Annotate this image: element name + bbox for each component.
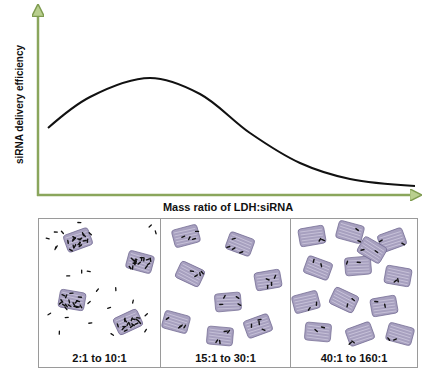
ldh-particle xyxy=(356,236,388,265)
free-sirna xyxy=(96,289,98,291)
free-sirna xyxy=(132,300,134,303)
ldh-particle xyxy=(304,322,331,342)
ratio-panel: 40:1 to 160:1 xyxy=(290,218,418,368)
ratio-panel: 2:1 to 10:1 xyxy=(38,218,161,368)
ldh-particle xyxy=(344,321,375,347)
ratio-label: 40:1 to 160:1 xyxy=(319,352,390,367)
free-sirna xyxy=(59,331,60,334)
ratio-label: 15:1 to 30:1 xyxy=(193,352,258,367)
free-sirna xyxy=(145,314,147,316)
free-sirna xyxy=(108,307,111,309)
free-sirna xyxy=(155,231,157,234)
ratio-label: 2:1 to 10:1 xyxy=(70,352,128,367)
ldh-particle xyxy=(58,289,87,311)
ldh-particle xyxy=(174,260,205,287)
free-sirna xyxy=(46,237,49,239)
free-sirna xyxy=(149,225,151,227)
free-sirna xyxy=(89,233,91,235)
ldh-particle xyxy=(385,322,415,346)
efficiency-curve xyxy=(48,78,415,186)
ldh-particle xyxy=(298,225,327,247)
free-sirna xyxy=(89,322,92,324)
ldh-particle xyxy=(291,290,321,314)
y-axis xyxy=(37,14,40,196)
free-sirna xyxy=(87,270,90,272)
free-sirna xyxy=(81,270,82,273)
free-sirna xyxy=(61,231,63,233)
ldh-particle xyxy=(161,310,191,334)
ldh-particle xyxy=(335,220,365,244)
free-sirna xyxy=(65,317,68,319)
ratio-panel: 15:1 to 30:1 xyxy=(160,218,291,368)
ldh-particle xyxy=(214,292,241,312)
free-sirna xyxy=(54,247,56,250)
free-sirna xyxy=(88,302,90,304)
axis-title-x: Mass ratio of LDH:siRNA xyxy=(163,201,293,213)
ldh-particle xyxy=(344,256,371,276)
free-sirna xyxy=(115,288,116,291)
free-sirna xyxy=(145,329,147,332)
axis-title-y: siRNA delivery efficiency xyxy=(15,44,26,163)
free-sirna xyxy=(54,231,57,232)
ldh-particle xyxy=(171,224,201,248)
free-sirna xyxy=(78,222,81,223)
ldh-particle xyxy=(370,295,399,317)
ldh-particle xyxy=(206,326,233,346)
ldh-particle xyxy=(303,255,334,281)
free-sirna xyxy=(65,307,67,309)
ldh-particle xyxy=(63,227,94,253)
ldh-particle xyxy=(254,269,283,291)
free-sirna xyxy=(68,300,70,303)
free-sirna xyxy=(67,275,70,276)
ldh-particle xyxy=(112,308,143,335)
free-sirna xyxy=(111,334,113,336)
ldh-particle xyxy=(225,231,256,257)
free-sirna xyxy=(48,313,51,315)
ldh-particle xyxy=(125,250,155,274)
x-axis xyxy=(37,194,412,197)
ldh-particle xyxy=(384,265,413,287)
ldh-particle xyxy=(243,313,274,339)
ldh-particle xyxy=(328,286,359,313)
